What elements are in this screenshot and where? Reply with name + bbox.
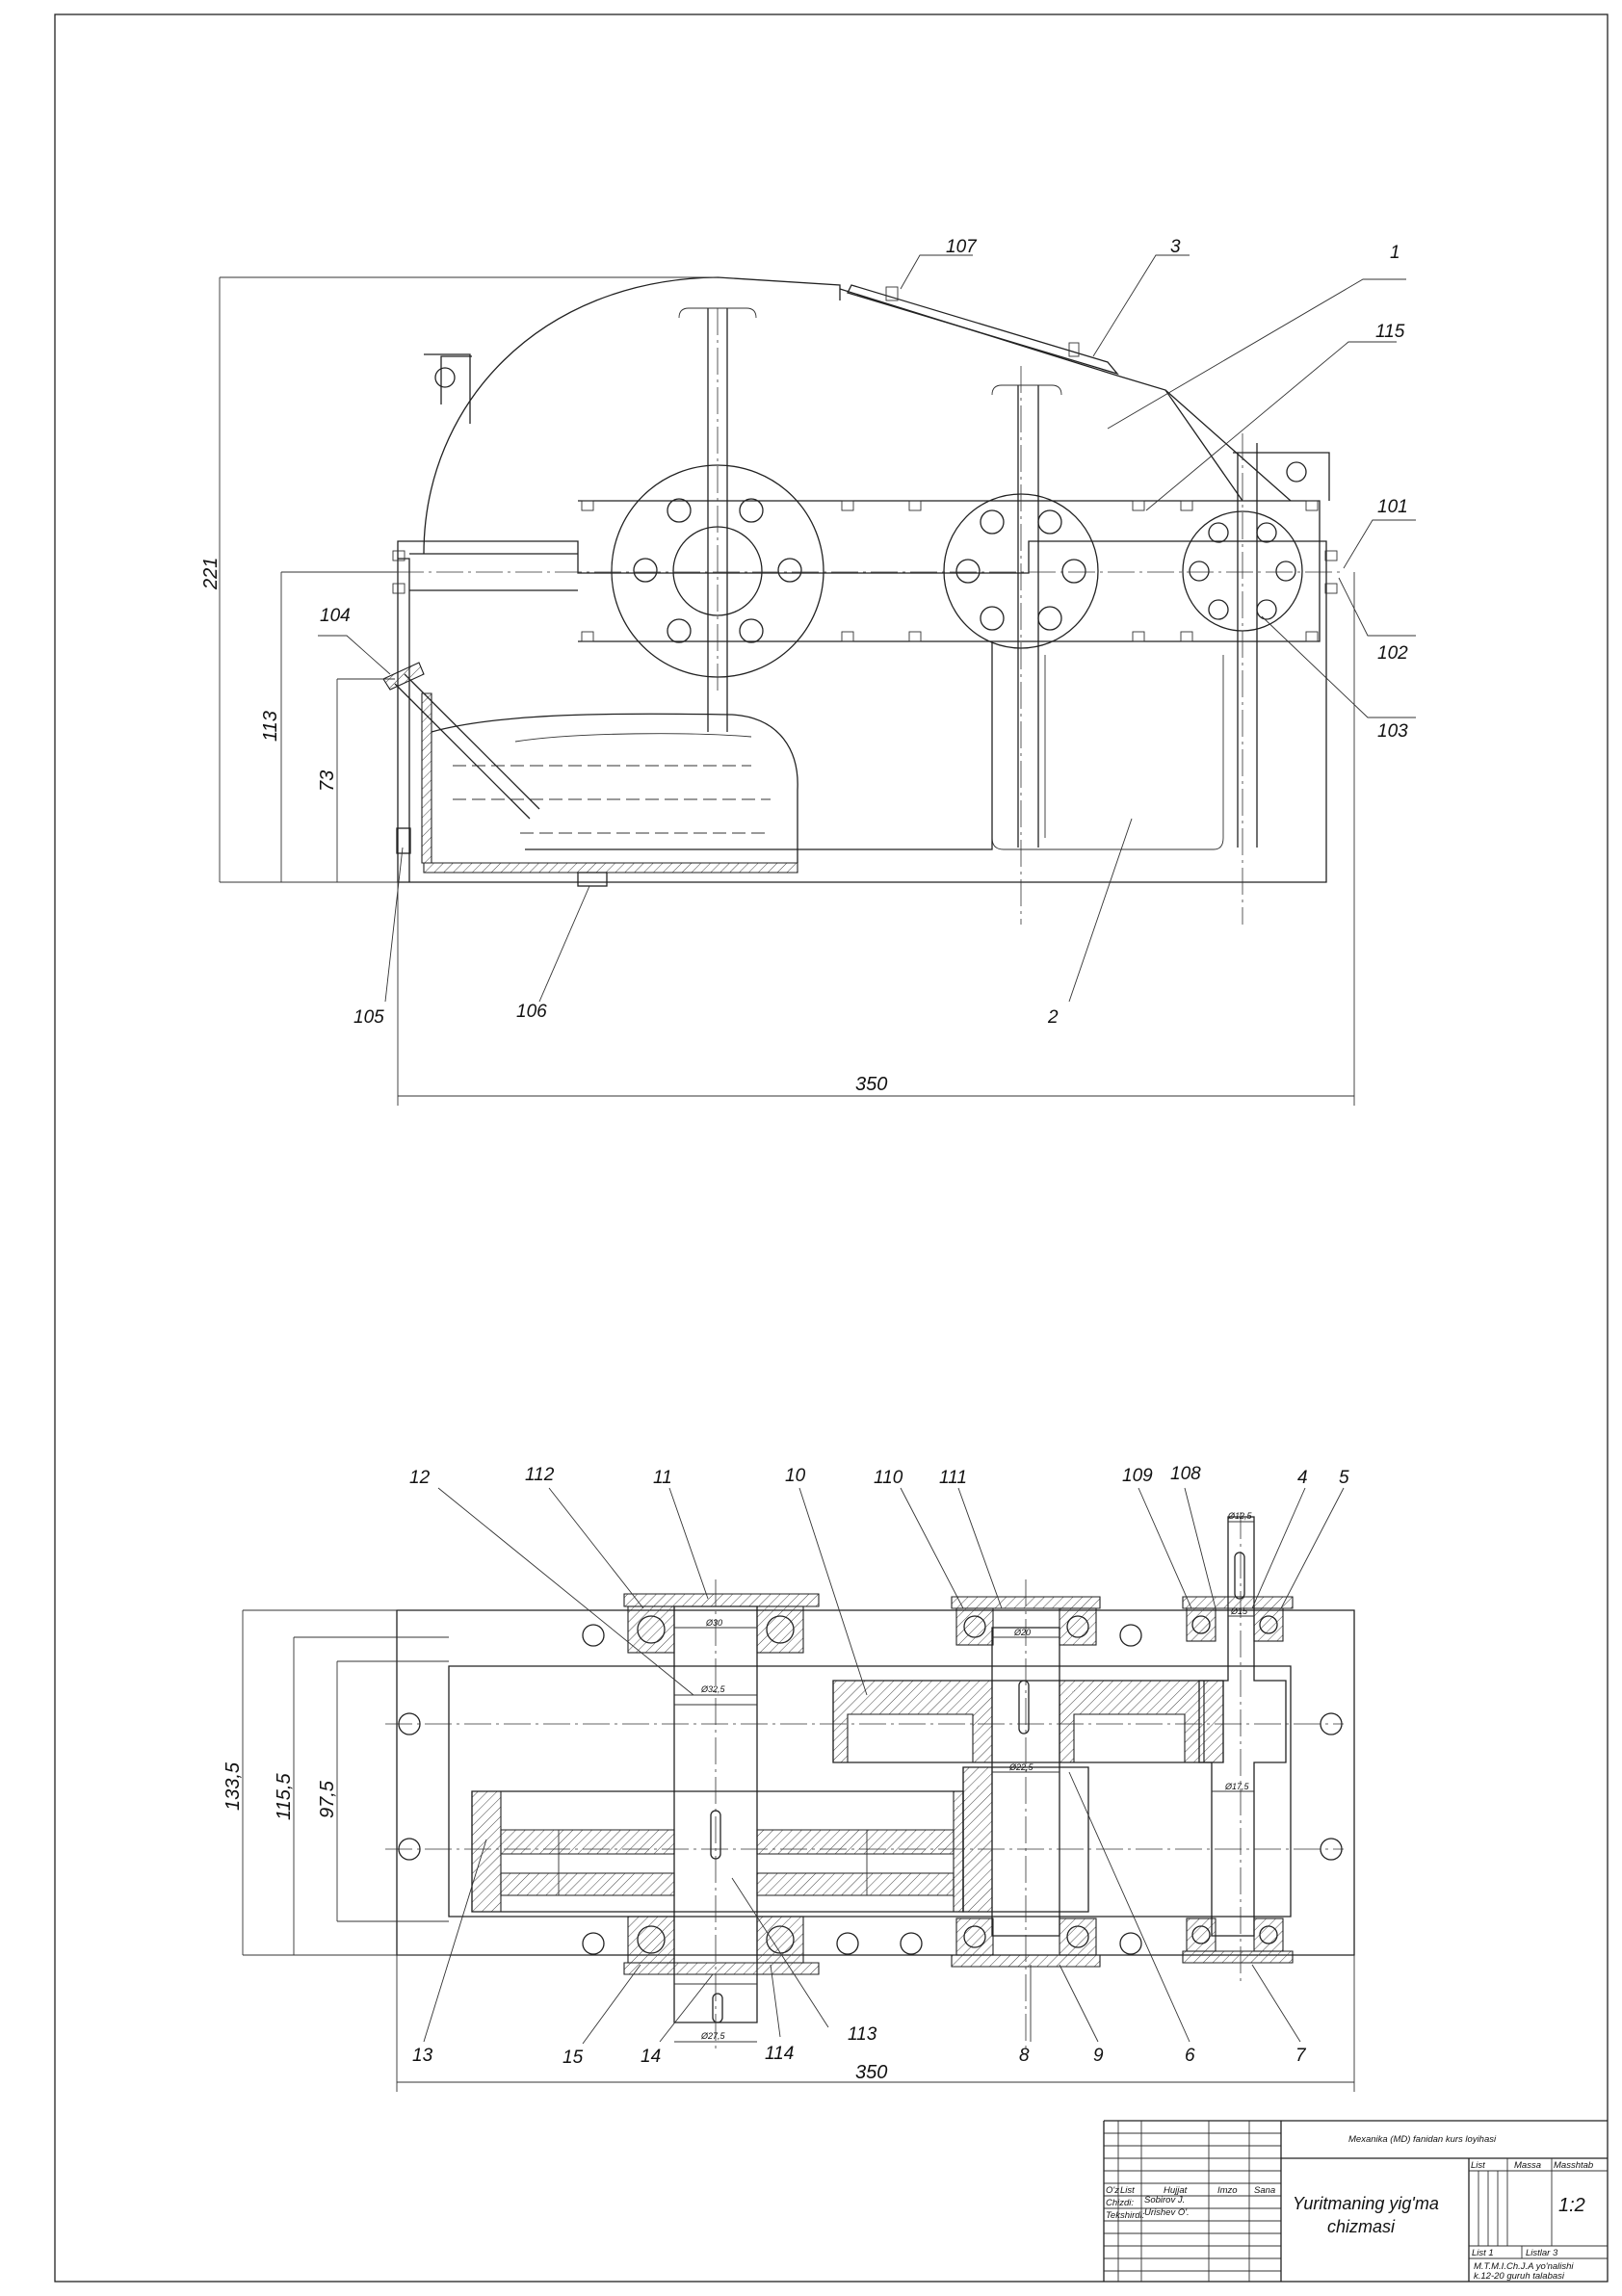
dia-27-5: Ø27,5 (700, 2031, 726, 2041)
label-106: 106 (516, 1002, 547, 1022)
scale-value: 1:2 (1558, 2195, 1585, 2216)
label-113: 113 (848, 2024, 877, 2045)
label-104: 104 (320, 606, 351, 626)
col-massa: Massa (1514, 2160, 1541, 2171)
label-12: 12 (409, 1468, 431, 1488)
sheets-total: Listlar 3 (1526, 2248, 1558, 2258)
dim-oil-level: 73 (317, 770, 338, 792)
dia-15: Ø15 (1230, 1606, 1248, 1616)
row-chizdi: Chizdi: (1106, 2198, 1134, 2208)
dia-30: Ø30 (705, 1618, 722, 1628)
header-ozl: O'z (1106, 2185, 1119, 2196)
header-hujjat: Hujjat (1164, 2185, 1188, 2196)
header-list: List (1120, 2185, 1135, 2196)
label-2: 2 (1047, 1007, 1059, 1028)
dim-axis-height: 113 (260, 711, 281, 742)
dim-width-gear: 97,5 (317, 1780, 338, 1818)
name-tekshirdi: Urishev O'. (1144, 2207, 1190, 2218)
label-10: 10 (785, 1466, 806, 1486)
row-tekshirdi: Tekshirdi: (1106, 2210, 1145, 2221)
label-103: 103 (1377, 721, 1408, 742)
label-5: 5 (1339, 1468, 1349, 1488)
institution-line1: M.T.M.I.Ch.J.A yo'nalishi (1474, 2261, 1574, 2272)
dia-12-5: Ø12,5 (1227, 1511, 1253, 1521)
drawing-title-line1: Yuritmaning yig'ma (1293, 2194, 1439, 2213)
label-15: 15 (562, 2048, 584, 2068)
label-109: 109 (1122, 1466, 1153, 1486)
label-7: 7 (1295, 2046, 1307, 2066)
plan-view (242, 1487, 1355, 2092)
label-4: 4 (1297, 1468, 1308, 1488)
drawing-title-line2: chizmasi (1327, 2217, 1396, 2236)
name-chizdi: Sobirov J. (1144, 2195, 1185, 2205)
dim-width-inner: 115,5 (274, 1773, 295, 1820)
dim-width-total: 133,5 (222, 1761, 244, 1811)
label-110: 110 (874, 1468, 903, 1488)
label-108: 108 (1170, 1464, 1201, 1484)
front-view (219, 254, 1416, 1106)
sheet-frame (54, 13, 1609, 2283)
dim-plan-length: 350 (855, 2062, 887, 2083)
header-imzo: Imzo (1217, 2185, 1238, 2196)
label-101: 101 (1377, 497, 1408, 517)
col-masshtab: Masshtab (1554, 2160, 1593, 2171)
dia-20: Ø20 (1013, 1628, 1031, 1637)
header-sana: Sana (1254, 2185, 1275, 2196)
sheet-number: List 1 (1472, 2248, 1494, 2258)
label-115: 115 (1375, 322, 1405, 342)
label-3: 3 (1170, 237, 1181, 257)
dia-32-5: Ø32,5 (700, 1684, 726, 1694)
dim-overall-height: 221 (200, 558, 222, 590)
label-112: 112 (525, 1465, 555, 1485)
dia-17-5: Ø17,5 (1224, 1782, 1250, 1791)
label-6: 6 (1185, 2046, 1195, 2066)
course-title: Mexanika (MD) fanidan kurs loyihasi (1348, 2134, 1497, 2145)
label-13: 13 (412, 2046, 433, 2066)
label-102: 102 (1377, 643, 1408, 664)
title-block (1103, 2120, 1608, 2282)
label-9: 9 (1093, 2046, 1104, 2066)
institution-line2: k.12-20 guruh talabasi (1474, 2271, 1565, 2282)
label-105: 105 (353, 1007, 384, 1028)
label-14: 14 (641, 2047, 661, 2067)
label-8: 8 (1019, 2046, 1030, 2066)
col-list: List (1471, 2160, 1485, 2171)
dia-22-5: Ø22,5 (1008, 1762, 1034, 1772)
label-11: 11 (653, 1468, 672, 1488)
label-111: 111 (939, 1468, 967, 1488)
label-107: 107 (946, 237, 978, 257)
label-1: 1 (1390, 243, 1400, 263)
dim-front-length: 350 (855, 1074, 887, 1095)
label-114: 114 (765, 2044, 794, 2064)
